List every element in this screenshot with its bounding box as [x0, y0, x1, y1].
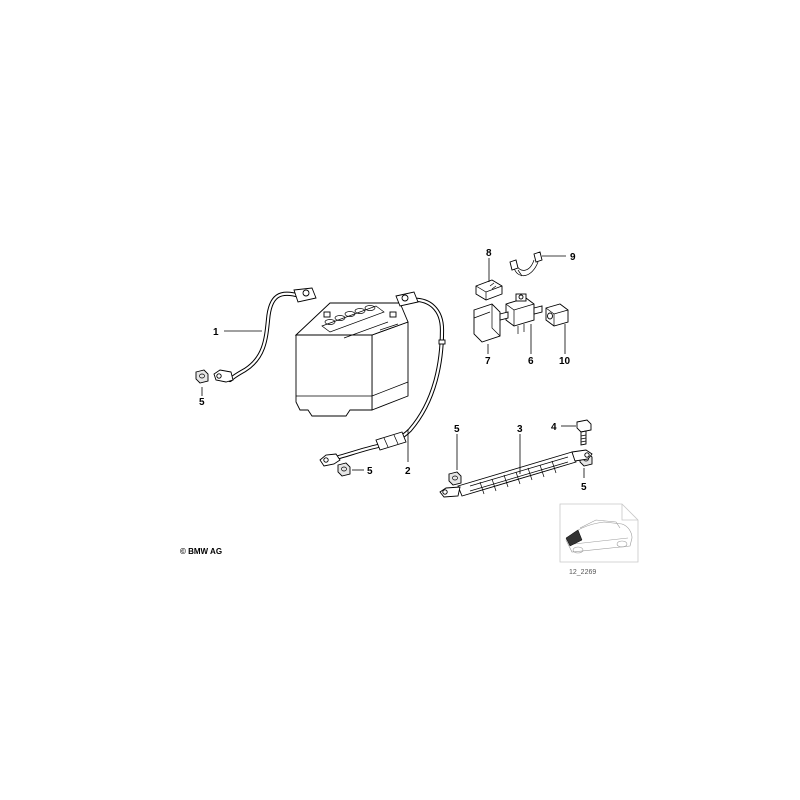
callout-1: 1: [213, 327, 219, 338]
bolt: [576, 419, 592, 446]
wire-part-9: [509, 251, 543, 277]
battery: [294, 302, 409, 417]
callout-6: 6: [528, 356, 534, 367]
positive-battery-cable: [319, 291, 446, 467]
cap-part-8: [475, 279, 503, 301]
callout-9: 9: [570, 252, 576, 263]
ground-strap: [439, 449, 593, 498]
callout-2: 2: [405, 466, 411, 477]
callout-10: 10: [559, 356, 571, 367]
nut-strap-left: [448, 471, 462, 486]
nut-left: [195, 369, 209, 384]
negative-battery-cable: [213, 287, 317, 383]
nut-cable-2: [337, 462, 351, 477]
callout-7: 7: [485, 356, 491, 367]
callout-4: 4: [551, 422, 557, 433]
terminal-block-part-6: [499, 293, 543, 334]
callout-5-strap-right: 5: [581, 482, 587, 493]
callout-numbers: 1 5 2 5 5 3 4 5 8 9 7 6 10: [199, 248, 587, 493]
callout-5-cable: 5: [367, 466, 373, 477]
callout-8: 8: [486, 248, 492, 259]
callout-5-left: 5: [199, 397, 205, 408]
diagram-reference-number: 12_2269: [569, 569, 596, 576]
copyright-label: © BMW AG: [180, 547, 222, 556]
callout-5-strap-left: 5: [454, 424, 460, 435]
insulator-part-10: [545, 303, 569, 327]
cover-part-7: [473, 303, 501, 343]
callout-3: 3: [517, 424, 523, 435]
vehicle-thumbnail: [559, 503, 639, 563]
leader-lines: [201, 255, 585, 478]
